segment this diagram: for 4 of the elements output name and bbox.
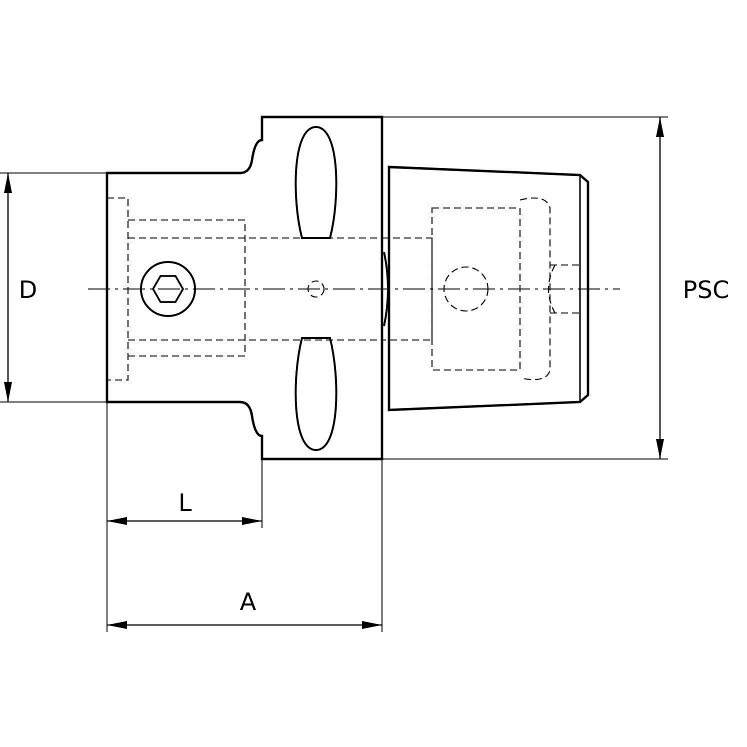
dimension-label: L <box>178 491 192 515</box>
dimension-label: A <box>240 590 256 614</box>
dimension-label: PSC <box>682 278 730 302</box>
dimension-label: D <box>18 278 38 302</box>
